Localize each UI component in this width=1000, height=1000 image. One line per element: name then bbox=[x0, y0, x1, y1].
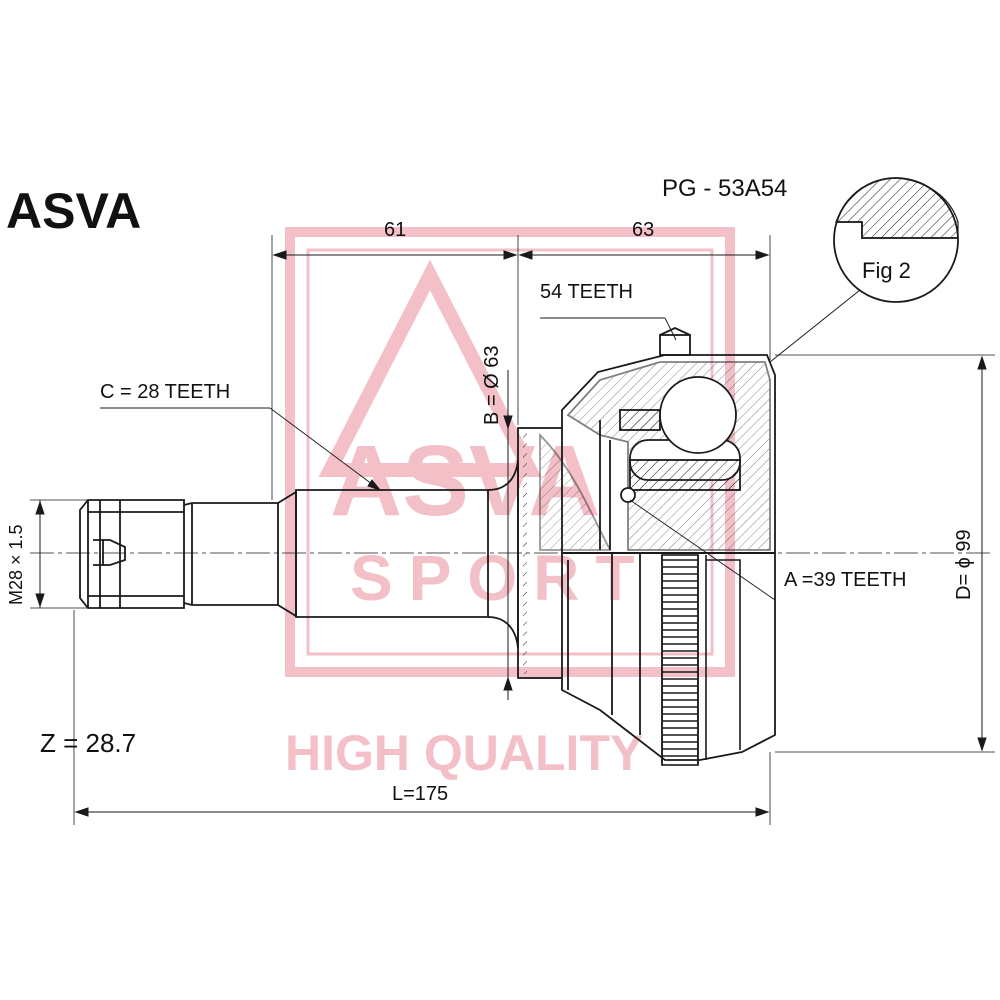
outer-diameter: D= ϕ 99 bbox=[953, 529, 975, 600]
dimension-63: 63 bbox=[632, 219, 654, 241]
fig-2-detail: Fig 2 bbox=[769, 177, 959, 363]
bearing-diameter: B = Ø 63 bbox=[481, 346, 503, 426]
part-number: PG - 53A54 bbox=[662, 175, 787, 202]
thread-size: M28 × 1.5 bbox=[6, 524, 26, 605]
dimension-61: 61 bbox=[384, 219, 406, 241]
dimension-lines bbox=[30, 235, 995, 825]
joint-housing bbox=[517, 327, 776, 761]
inner-spline-label: A =39 TEETH bbox=[784, 569, 906, 591]
abs-tone-ring bbox=[661, 554, 741, 766]
thread-end bbox=[79, 499, 185, 609]
brand-logo: ASVA bbox=[6, 183, 141, 239]
watermark-tagline: HIGH QUALITY bbox=[285, 725, 643, 781]
total-length: L=175 bbox=[392, 783, 448, 805]
abs-teeth-label: 54 TEETH bbox=[540, 281, 633, 303]
z-value: Z = 28.7 bbox=[40, 728, 136, 758]
fig-2-label: Fig 2 bbox=[862, 258, 911, 283]
shaft-spline-label: C = 28 TEETH bbox=[100, 381, 230, 403]
watermark-triangle-logo bbox=[318, 259, 542, 477]
